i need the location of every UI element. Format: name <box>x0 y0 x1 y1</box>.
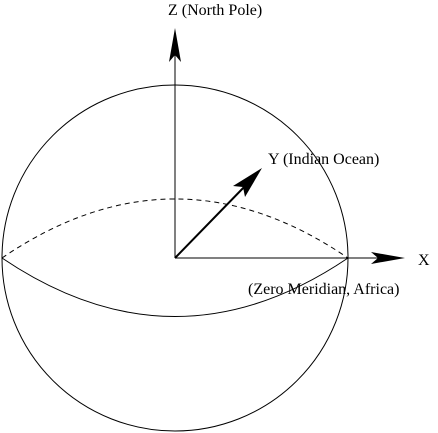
x-axis-sublabel: (Zero Meridian, Africa) <box>248 281 399 298</box>
y-axis-label: Y (Indian Ocean) <box>268 151 379 168</box>
y-axis-arrowhead <box>233 168 262 197</box>
y-axis-line <box>174 182 249 259</box>
x-axis-label: X <box>418 252 430 269</box>
equator-front-arc <box>1 257 349 317</box>
equator-back-arc <box>1 198 349 259</box>
z-axis-label: Z (North Pole) <box>168 2 262 19</box>
z-axis-arrowhead <box>169 28 181 62</box>
x-axis-arrowhead <box>371 252 405 264</box>
